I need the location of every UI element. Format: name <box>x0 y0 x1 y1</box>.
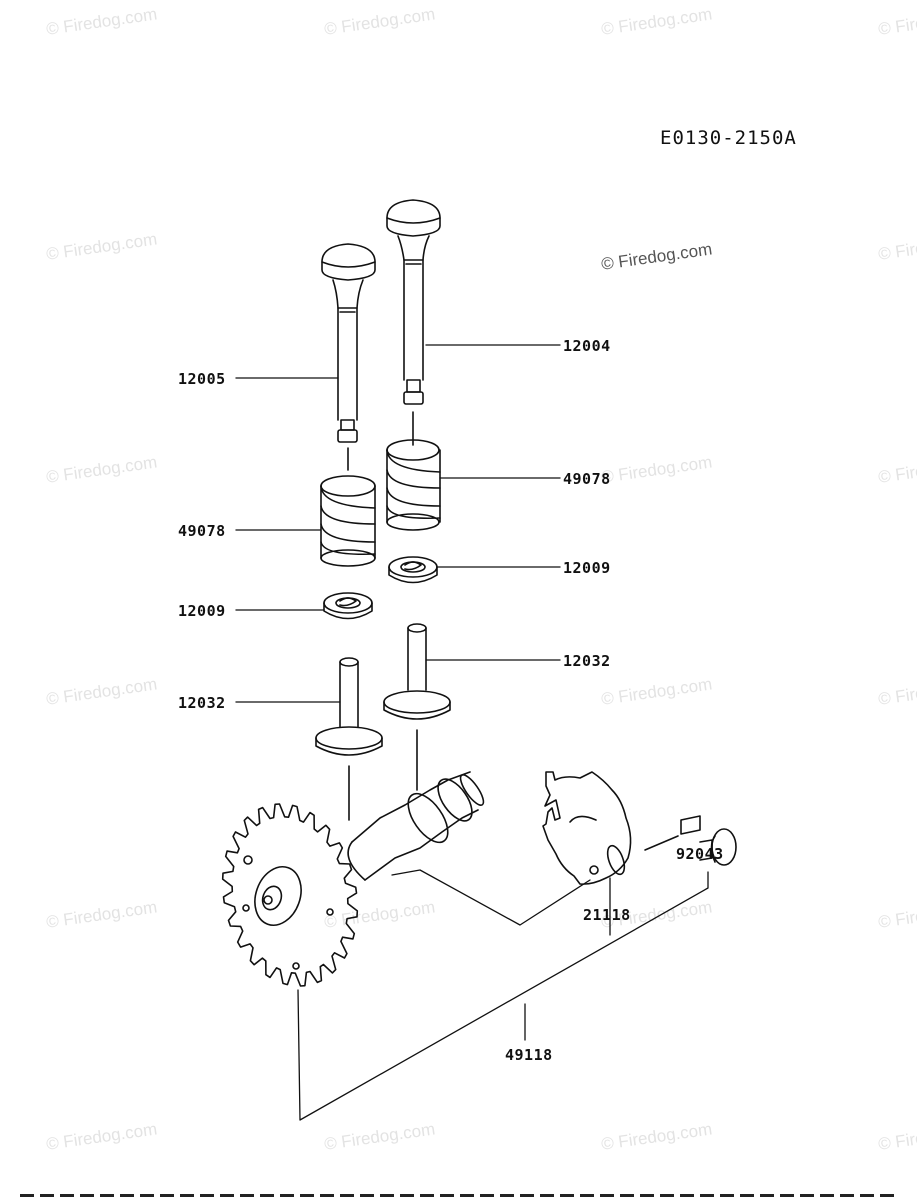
label-21118: 21118 <box>583 906 631 924</box>
retainer-left <box>323 592 373 620</box>
spring-right <box>386 439 441 531</box>
label-49078-right: 49078 <box>563 470 611 488</box>
pin <box>644 815 737 866</box>
label-12005: 12005 <box>178 370 226 388</box>
label-12009-left: 12009 <box>178 602 226 620</box>
lifter-right <box>383 623 451 791</box>
label-49118: 49118 <box>505 1046 553 1064</box>
retainer-right <box>388 556 438 584</box>
label-12032-left: 12032 <box>178 694 226 712</box>
diagram-code: E0130-2150A <box>660 127 797 149</box>
camshaft <box>221 771 485 987</box>
label-12032-right: 12032 <box>563 652 611 670</box>
lifter-left <box>315 657 383 821</box>
label-49078-left: 49078 <box>178 522 226 540</box>
label-92043: 92043 <box>676 845 724 863</box>
leader-lines <box>235 344 709 1121</box>
label-12004: 12004 <box>563 337 611 355</box>
valve-left <box>321 243 376 471</box>
label-12009-right: 12009 <box>563 559 611 577</box>
plate <box>542 771 632 885</box>
valve-right <box>386 199 441 446</box>
page-edge-marks <box>20 1194 897 1197</box>
spring-left <box>320 475 376 567</box>
